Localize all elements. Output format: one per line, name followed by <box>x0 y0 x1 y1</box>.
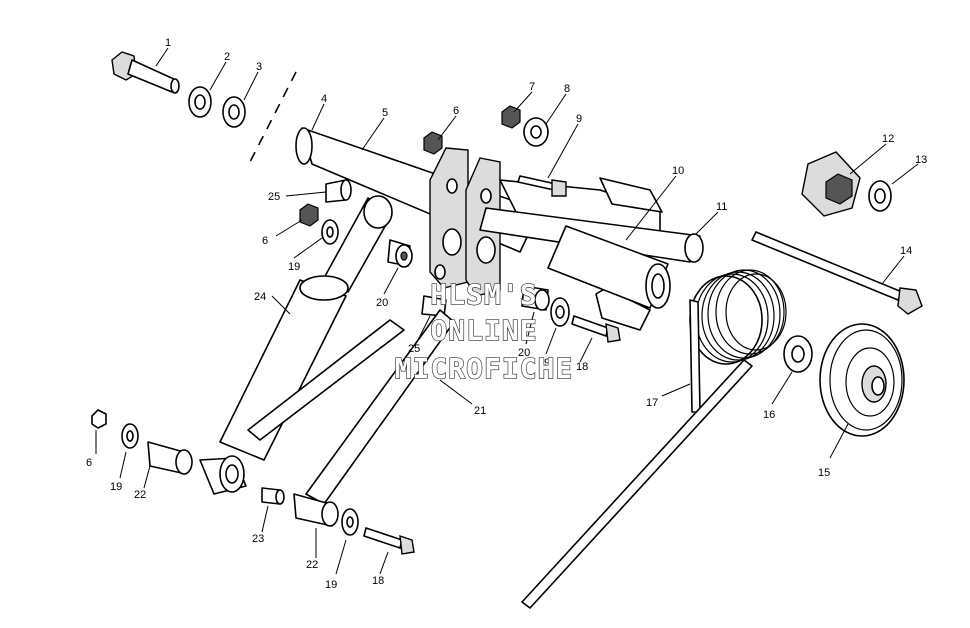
part-7-nut <box>501 105 521 129</box>
part-9-bolt <box>517 175 567 197</box>
callout-5: 5 <box>382 107 388 119</box>
callout-16: 16 <box>763 409 775 421</box>
callout-14: 14 <box>900 245 912 257</box>
part-22-end-bushing-a <box>147 441 193 475</box>
callout-8: 8 <box>564 83 570 95</box>
callout-22-b: 22 <box>306 559 318 571</box>
callout-20-b: 20 <box>518 347 530 359</box>
watermark-line-3: MICROFICHE <box>395 352 574 385</box>
callout-21: 21 <box>474 405 486 417</box>
callout-18-upper: 18 <box>576 361 588 373</box>
callout-11: 11 <box>716 201 727 213</box>
part-19-washer-a <box>321 219 339 245</box>
part-13-washer <box>868 180 892 212</box>
part-10-tube <box>547 225 671 309</box>
part-17-spring <box>521 269 787 609</box>
watermark-line-2: ONLINE <box>430 314 537 347</box>
callout-19-c: 19 <box>110 481 122 493</box>
part-3-washer <box>222 96 246 128</box>
callout-7: 7 <box>529 81 535 93</box>
part-8-washer <box>523 117 549 147</box>
callout-19-d: 19 <box>325 579 337 591</box>
part-19-washer-c <box>121 423 139 449</box>
callout-17: 17 <box>646 397 658 409</box>
callout-6-bottom: 6 <box>86 457 92 469</box>
part-22-end-bushing-b <box>293 493 339 527</box>
callout-12: 12 <box>882 133 894 145</box>
part-19-washer-d <box>341 508 359 536</box>
callout-9: 9 <box>576 113 582 125</box>
callout-3: 3 <box>256 61 262 73</box>
part-6-nut-left <box>299 203 319 227</box>
callout-25-mid: 25 <box>408 343 420 355</box>
part-24-shock <box>199 195 393 495</box>
callout-23: 23 <box>252 533 264 545</box>
part-18-bolt-a <box>571 315 621 343</box>
callout-13: 13 <box>915 154 927 166</box>
callout-20-a: 20 <box>376 297 388 309</box>
callout-2: 2 <box>224 51 230 63</box>
centerline <box>249 71 297 163</box>
callout-6-top: 6 <box>453 105 459 117</box>
part-1-bolt <box>111 51 180 94</box>
callout-19-b: 19 <box>538 357 550 369</box>
part-6-nut-top <box>423 131 443 155</box>
part-15-wheel <box>819 323 905 437</box>
callout-1: 1 <box>165 37 171 49</box>
callout-24: 24 <box>254 291 266 303</box>
part-21-long-arm <box>247 309 455 505</box>
part-18-bolt-b <box>363 527 415 555</box>
part-20-link-upper <box>387 239 413 268</box>
watermark: HLSM'S ONLINE MICROFICHE <box>394 277 574 385</box>
callout-19-a: 19 <box>288 261 300 273</box>
callout-18-lower: 18 <box>372 575 384 587</box>
part-12-block <box>801 151 861 217</box>
callout-4: 4 <box>321 93 327 105</box>
part-2-washer <box>188 86 212 118</box>
watermark-line-1: HLSM'S <box>430 278 537 311</box>
callout-25-top: 25 <box>268 191 280 203</box>
callout-15: 15 <box>818 467 830 479</box>
part-16-washer <box>783 335 813 373</box>
part-14-long-bolt <box>751 231 923 315</box>
part-19-washer-b <box>550 297 570 327</box>
part-23-bushing <box>261 487 285 505</box>
callout-22-a: 22 <box>134 489 146 501</box>
leader-lines <box>95 47 919 575</box>
part-6-nut-bottom <box>91 409 107 429</box>
callout-labels: 1 2 3 4 5 6 7 8 9 10 11 12 13 14 15 16 1… <box>86 37 927 591</box>
part-25-bushing-top <box>325 179 352 203</box>
callout-10: 10 <box>672 165 684 177</box>
callout-6-left: 6 <box>262 235 268 247</box>
